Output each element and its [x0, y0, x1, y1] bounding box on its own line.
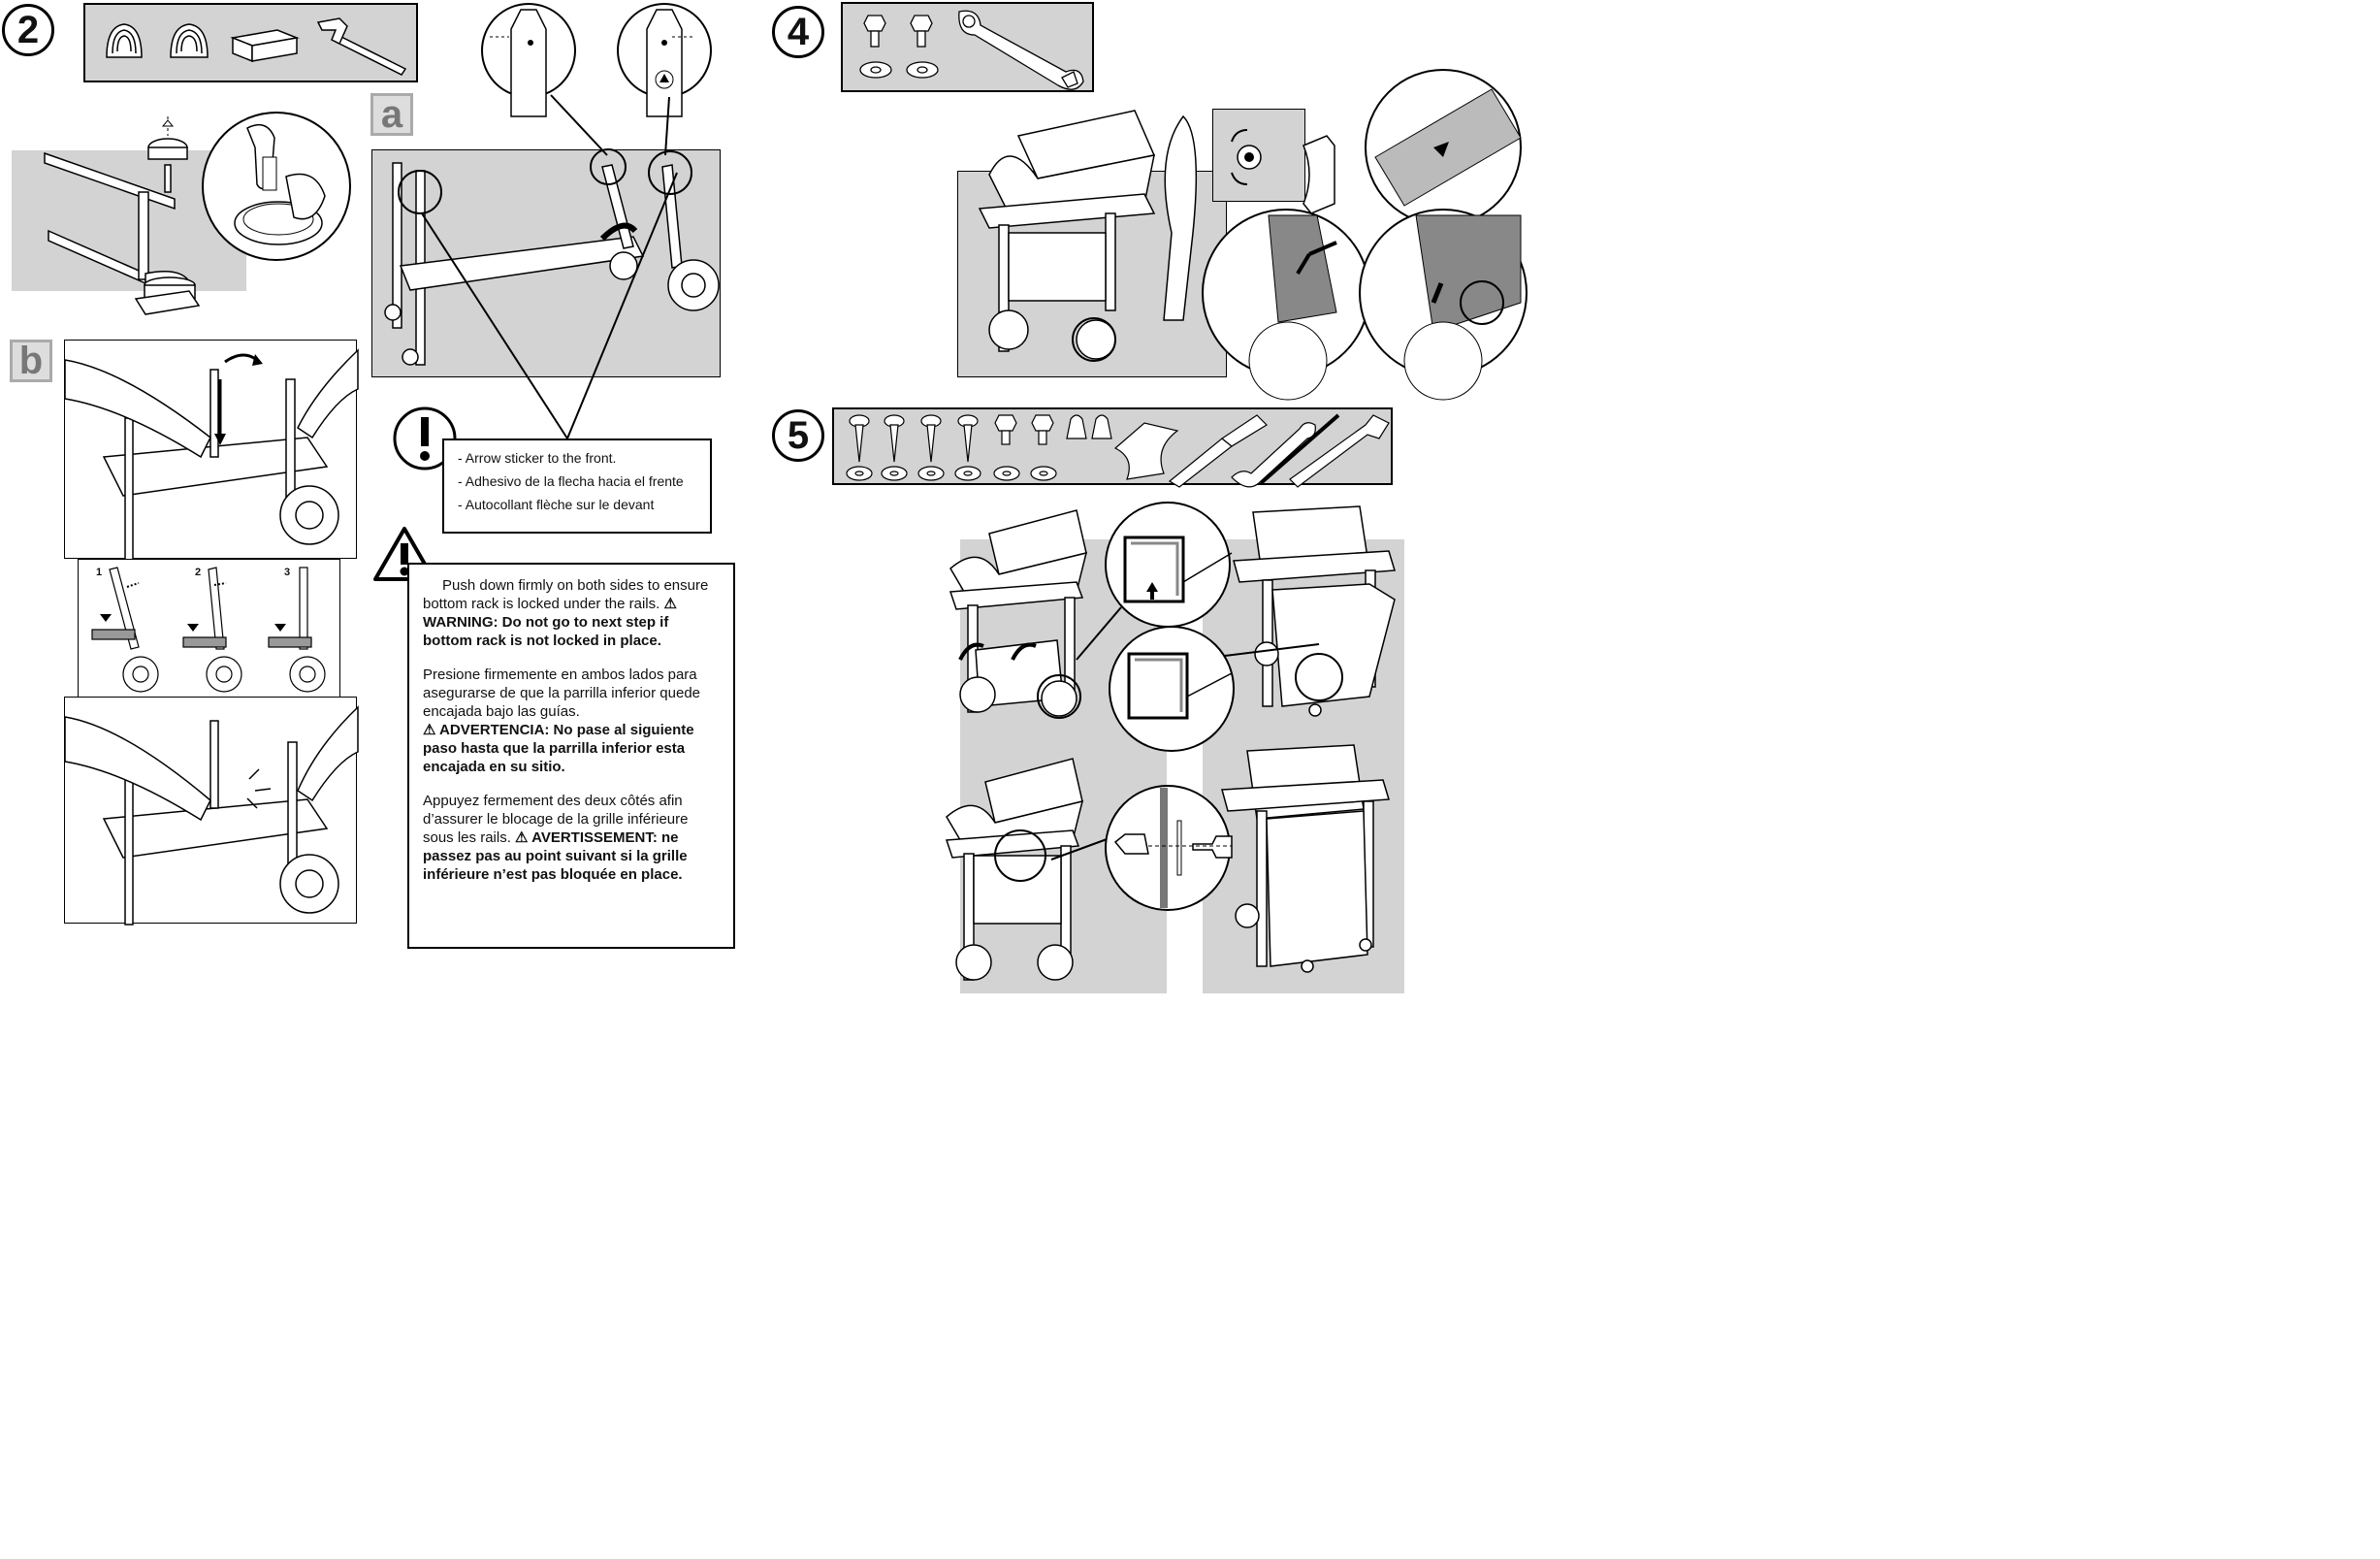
wood-block-icon	[230, 29, 300, 63]
warning-text-en: Push down firmly on both sides to ensure…	[423, 577, 709, 612]
adjustable-wrench-icon	[1289, 414, 1390, 488]
warning-box: Push down firmly on both sides to ensure…	[407, 563, 735, 949]
screw-icon	[920, 414, 942, 463]
rack-press-panel-top	[64, 340, 359, 561]
screw-icon	[849, 414, 870, 463]
grill-rear-illustration-bottom	[1221, 744, 1390, 973]
warning-paragraph-fr: Appuyez fermement des deux côtés afin d’…	[423, 792, 722, 884]
bolt-icon	[1031, 414, 1054, 432]
leg-alignment-circles	[1202, 69, 1528, 401]
wrench-icon	[1231, 422, 1316, 488]
bracket-bolt-detail	[1231, 129, 1335, 214]
leg-lock-sequence-illustration	[91, 567, 326, 693]
hands-pressing-rack-locked-illustration	[64, 705, 359, 926]
cart-frame-illustration	[384, 148, 720, 366]
grill-fastener-illustration	[945, 758, 1084, 981]
lock-sequence-panel: 1 2 3	[78, 559, 340, 702]
wheel-cap-icon	[170, 23, 209, 58]
warning-text-fr: Appuyez fermement des deux côtés afin d’…	[423, 793, 689, 846]
grill-side-mount-illustration	[978, 110, 1198, 362]
warning-paragraph-en: Push down firmly on both sides to ensure…	[423, 576, 722, 650]
grill-rear-illustration-top	[1233, 505, 1396, 717]
parts-illustration	[106, 17, 407, 76]
callout-leader-lines	[421, 94, 678, 439]
bolt-icon	[863, 15, 886, 32]
substep-label: 3	[284, 567, 291, 578]
step4-parts-panel	[841, 2, 1094, 92]
step-number-2: 2	[2, 4, 54, 56]
substep-tag-a: a	[370, 93, 413, 136]
grill-door-install-illustration	[949, 509, 1088, 719]
screwdriver-icon	[1168, 438, 1233, 488]
screw-icon	[884, 414, 905, 463]
step-number-5: 5	[772, 409, 824, 462]
leg-detail-callouts	[481, 3, 712, 117]
substep-tag-b: b	[10, 340, 52, 382]
wheel-cap-icon	[106, 23, 143, 58]
step4-hardware-illustration	[859, 10, 1084, 90]
step-number-4: 4	[772, 6, 824, 58]
cart-leg-assembly-illustration	[44, 116, 201, 315]
hammer-detail-circle	[202, 112, 351, 261]
step5-parts-panel	[832, 407, 1393, 488]
cap-nut-icon	[1066, 414, 1087, 439]
warning-bold-fr-1: ⚠ AVERTISSEMENT: ne	[515, 829, 679, 846]
screw-icon	[957, 414, 979, 463]
sticker-note-line: - Autocollant flèche sur le devant	[458, 497, 655, 512]
sticker-note-line: - Adhesivo de la flecha hacia el frente	[458, 473, 684, 489]
substep-label: 1	[96, 567, 103, 578]
cap-nut-icon	[1091, 414, 1112, 439]
sticker-note: - Arrow sticker to the front. - Adhesivo…	[442, 438, 712, 534]
step5-hardware-illustration	[846, 413, 1390, 488]
wrench-icon	[958, 10, 1084, 90]
warning-text-es: Presione firmemente en ambos lados para …	[423, 666, 701, 720]
warning-bold-es: ⚠ ADVERTENCIA: No pase al siguiente paso…	[423, 722, 694, 775]
warning-bold-en: ⚠ WARNING: Do not go to next step if bot…	[423, 596, 677, 649]
warning-bold-fr-2: passez pas au point suivant si la grille…	[423, 848, 688, 883]
substep-label: 2	[195, 567, 202, 578]
hands-pressing-rack-illustration	[64, 348, 359, 561]
bracket-icon	[1113, 422, 1179, 480]
rack-press-panel-bottom	[64, 697, 359, 926]
frame-detail-circles	[1050, 502, 1320, 911]
sticker-note-line: - Arrow sticker to the front.	[458, 450, 617, 466]
step2-parts-panel	[83, 3, 418, 82]
hammer-icon	[316, 17, 407, 76]
bolt-icon	[994, 414, 1017, 432]
warning-paragraph-es: Presione firmemente en ambos lados para …	[423, 666, 722, 776]
